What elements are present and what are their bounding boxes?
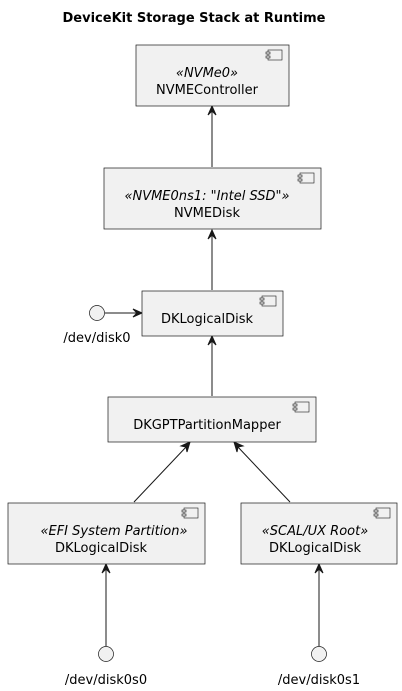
interface-circle bbox=[311, 646, 327, 662]
component-icon bbox=[181, 507, 199, 519]
arrowhead-efi bbox=[101, 562, 111, 574]
arrowhead-root bbox=[314, 562, 324, 574]
arrowhead-mapper-left bbox=[179, 441, 191, 453]
arrowhead-logicaldisk bbox=[207, 334, 217, 346]
root-partition-name: DKLogicalDisk bbox=[269, 541, 361, 556]
interface-disk0-label: /dev/disk0 bbox=[63, 331, 130, 346]
edge-efi-to-mapper bbox=[133, 445, 188, 503]
nvme-controller-name: NVMEController bbox=[156, 83, 259, 98]
logical-disk-name: DKLogicalDisk bbox=[161, 312, 253, 327]
component-icon bbox=[297, 172, 315, 184]
component-icon bbox=[259, 295, 277, 307]
arrowhead-mapper-right bbox=[233, 441, 245, 453]
component-icon bbox=[373, 507, 391, 519]
nvme-disk-stereotype: «NVME0ns1: "Intel SSD"» bbox=[124, 189, 289, 204]
component-gpt-mapper: DKGPTPartitionMapper bbox=[107, 396, 317, 443]
component-root-partition: «SCAL/UX Root» DKLogicalDisk bbox=[240, 502, 398, 565]
interface-disk0: /dev/disk0 bbox=[63, 305, 131, 346]
gpt-mapper-name: DKGPTPartitionMapper bbox=[133, 418, 281, 433]
arrowhead-nvmedisk bbox=[207, 228, 217, 240]
interface-disk0s1-label: /dev/disk0s1 bbox=[278, 673, 360, 688]
arrowhead-disk0 bbox=[132, 308, 144, 318]
interface-disk0s0: /dev/disk0s0 bbox=[65, 646, 147, 688]
interface-circle bbox=[89, 305, 105, 321]
component-nvme-disk: «NVME0ns1: "Intel SSD"» NVMEDisk bbox=[103, 167, 322, 230]
diagram-title: DeviceKit Storage Stack at Runtime bbox=[63, 11, 326, 26]
component-efi-partition: «EFI System Partition» DKLogicalDisk bbox=[7, 502, 206, 565]
efi-partition-name: DKLogicalDisk bbox=[55, 541, 147, 556]
arrowhead-controller bbox=[207, 104, 217, 116]
efi-partition-stereotype: «EFI System Partition» bbox=[40, 524, 187, 539]
component-nvme-controller: «NVMe0» NVMEController bbox=[135, 44, 290, 107]
component-icon bbox=[292, 401, 310, 413]
interface-circle bbox=[98, 646, 114, 662]
edge-root-to-mapper bbox=[236, 445, 291, 503]
component-icon bbox=[265, 49, 283, 61]
component-logical-disk: DKLogicalDisk bbox=[141, 290, 284, 337]
root-partition-stereotype: «SCAL/UX Root» bbox=[262, 524, 368, 539]
interface-disk0s1: /dev/disk0s1 bbox=[278, 646, 360, 688]
nvme-controller-stereotype: «NVMe0» bbox=[176, 66, 238, 81]
interface-disk0s0-label: /dev/disk0s0 bbox=[65, 673, 147, 688]
nvme-disk-name: NVMEDisk bbox=[174, 206, 240, 221]
